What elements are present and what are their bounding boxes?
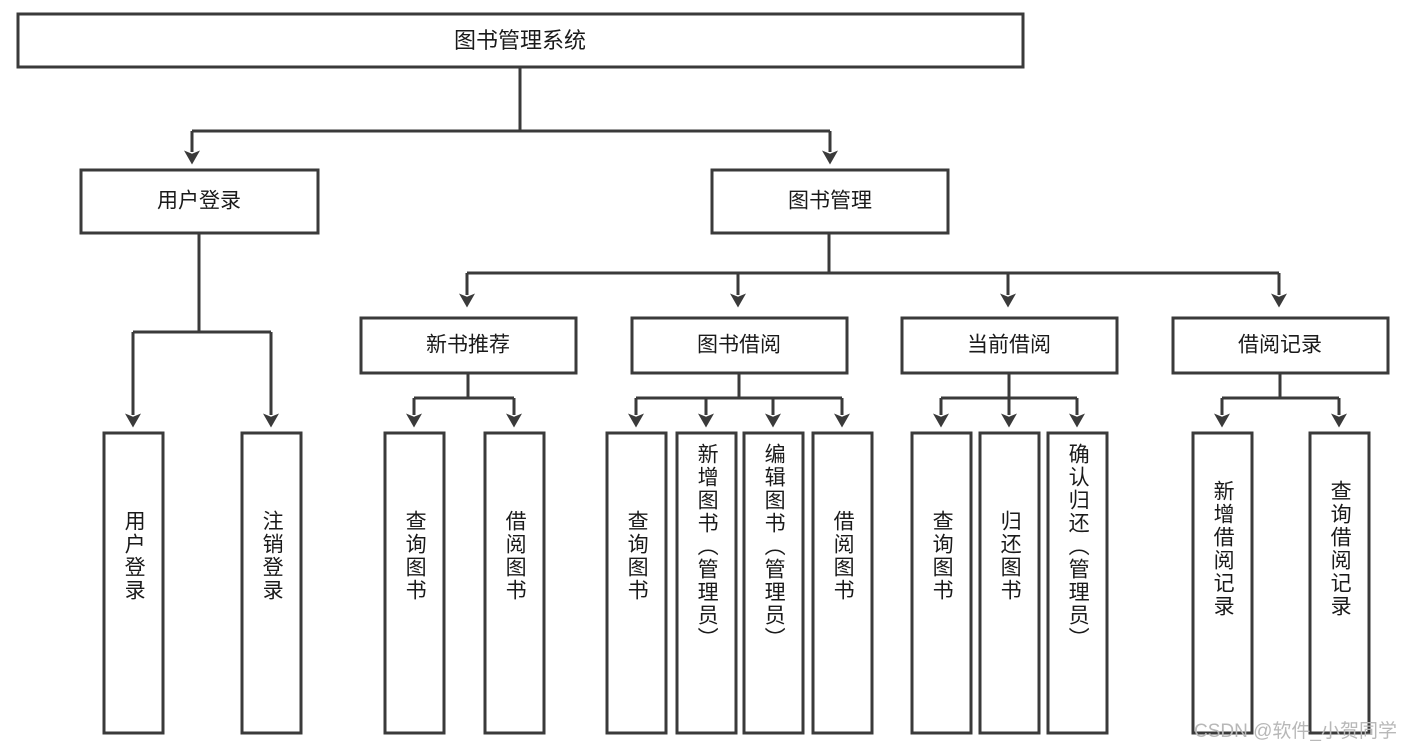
- node-new-book-recommend-box[interactable]: [359, 316, 578, 375]
- connector-group-root: [184, 67, 838, 165]
- watermark-text: CSDN @软件_小贺同学: [1194, 721, 1397, 742]
- node-current-borrow-box[interactable]: [900, 316, 1119, 375]
- node-borrow-record-box[interactable]: [1171, 316, 1390, 375]
- node-new-book-recommend[interactable]: 新书推荐: [359, 316, 578, 375]
- leaf-box-query-book-2[interactable]: [605, 431, 668, 735]
- leaf-box-query-book-1[interactable]: [383, 431, 446, 735]
- leaf-box-edit-book-admin[interactable]: [742, 431, 805, 735]
- node-borrow-record[interactable]: 借阅记录: [1171, 316, 1390, 375]
- connector-group-new-book: [406, 373, 522, 428]
- connector-group-record: [1214, 373, 1347, 428]
- node-book-manage-label: 图书管理: [788, 190, 872, 213]
- connector-group-book-manage: [459, 233, 1287, 308]
- leaf-boxes: [102, 431, 1371, 735]
- leaf-box-query-book-3[interactable]: [910, 431, 973, 735]
- leaf-box-borrow-book-1[interactable]: [483, 431, 546, 735]
- node-current-borrow[interactable]: 当前借阅: [900, 316, 1119, 375]
- leaf-box-add-book-admin[interactable]: [675, 431, 738, 735]
- connector-group-current: [933, 373, 1085, 428]
- node-user-login-box[interactable]: [79, 168, 320, 235]
- node-book-manage-box[interactable]: [710, 168, 950, 235]
- node-book-borrow-label: 图书借阅: [697, 334, 781, 357]
- node-root-system-label: 图书管理系统: [454, 28, 586, 53]
- node-user-login[interactable]: 用户登录: [79, 168, 320, 235]
- node-book-borrow-box[interactable]: [630, 316, 849, 375]
- connector-group-user-login: [125, 233, 279, 428]
- connector-group-borrow: [628, 373, 850, 428]
- node-root-system-box[interactable]: [16, 12, 1025, 69]
- leaf-box-borrow-book-2[interactable]: [811, 431, 874, 735]
- node-book-borrow[interactable]: 图书借阅: [630, 316, 849, 375]
- node-current-borrow-label: 当前借阅: [967, 334, 1051, 357]
- node-borrow-record-label: 借阅记录: [1238, 334, 1322, 357]
- node-new-book-recommend-label: 新书推荐: [426, 334, 510, 357]
- leaf-box-confirm-return-admin[interactable]: [1046, 431, 1109, 735]
- leaf-box-logout[interactable]: [240, 431, 303, 735]
- leaf-box-query-record[interactable]: [1308, 431, 1371, 735]
- leaf-box-add-record[interactable]: [1191, 431, 1254, 735]
- leaf-box-user-login[interactable]: [102, 431, 165, 735]
- leaf-box-return-book[interactable]: [978, 431, 1041, 735]
- node-user-login-label: 用户登录: [157, 190, 241, 213]
- node-root-system[interactable]: 图书管理系统: [16, 12, 1025, 69]
- node-book-manage[interactable]: 图书管理: [710, 168, 950, 235]
